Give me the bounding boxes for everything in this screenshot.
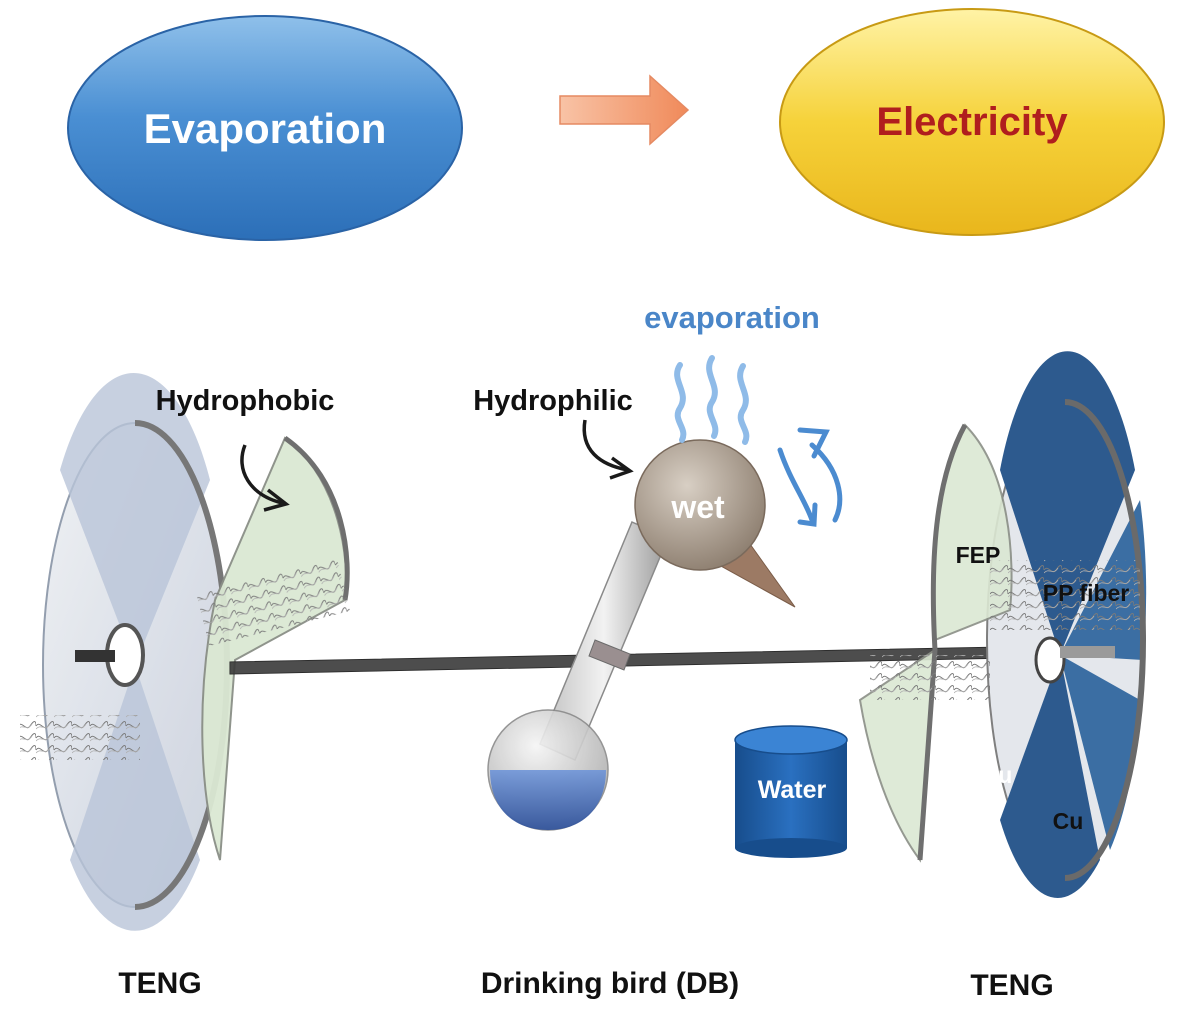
right-hub bbox=[1034, 636, 1066, 684]
drinking-bird: wet bbox=[487, 439, 796, 831]
rotation-arrow-icon bbox=[777, 427, 843, 527]
curved-pointer-icon bbox=[240, 444, 283, 505]
water-label: Water bbox=[758, 776, 827, 804]
water-container: Water bbox=[734, 725, 848, 858]
right-blade-edge bbox=[917, 423, 968, 861]
pp-fiber-label: PP fiber bbox=[1043, 580, 1130, 606]
right-lower-fiber bbox=[870, 655, 990, 700]
cu-label-lower: Cu bbox=[1053, 808, 1084, 834]
evaporation-title: Evaporation bbox=[144, 105, 387, 152]
right-axle-stub bbox=[1060, 646, 1115, 658]
left-blade-edge bbox=[283, 435, 350, 601]
left-disc-sector-lower bbox=[70, 665, 200, 931]
right-disc-rim bbox=[1064, 399, 1146, 881]
fep-label: FEP bbox=[956, 542, 1001, 568]
evaporation-caption: evaporation bbox=[644, 300, 820, 335]
electricity-ellipse bbox=[779, 8, 1165, 236]
bird-head bbox=[634, 439, 766, 571]
left-axle-stub bbox=[75, 650, 115, 662]
pointer-head-right bbox=[609, 456, 634, 480]
wet-label: wet bbox=[670, 489, 725, 525]
left-lower-fiber bbox=[20, 715, 140, 760]
teng-right-label: TENG bbox=[970, 969, 1053, 1002]
left-teng bbox=[20, 373, 351, 931]
flow-row: Evaporation Electricity bbox=[67, 8, 1165, 241]
electricity-title: Electricity bbox=[876, 100, 1068, 144]
drinking-bird-label: Drinking bird (DB) bbox=[481, 967, 739, 1000]
cu-label-upper: Cu bbox=[982, 762, 1013, 788]
teng-left-label: TENG bbox=[118, 967, 201, 1000]
copper-sector-lower bbox=[1000, 655, 1100, 898]
evaporation-ellipse bbox=[67, 15, 463, 241]
vapor-wave-icon bbox=[674, 355, 750, 445]
right-pp-fiber bbox=[990, 560, 1140, 630]
hydrophobic-label: Hydrophobic bbox=[156, 385, 335, 417]
pointer-head-left bbox=[263, 488, 290, 512]
bird-liquid bbox=[490, 770, 606, 830]
curved-pointer-icon bbox=[582, 419, 629, 472]
right-teng bbox=[858, 351, 1147, 898]
right-arrow-icon bbox=[559, 74, 690, 146]
bird-pivot-collar bbox=[588, 639, 631, 671]
hydrophilic-label: Hydrophilic bbox=[473, 385, 633, 417]
left-fep-blade bbox=[201, 436, 348, 861]
left-pp-fiber bbox=[196, 557, 351, 647]
